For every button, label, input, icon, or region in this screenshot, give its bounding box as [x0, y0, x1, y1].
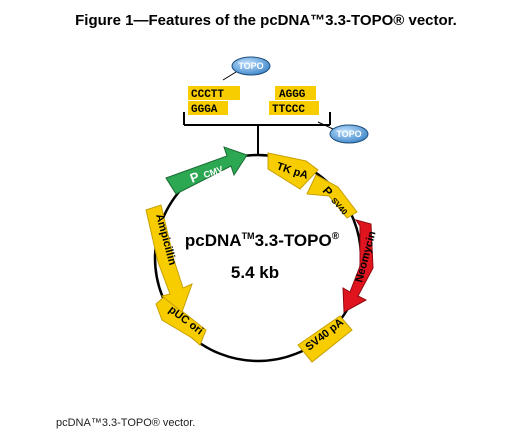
vector-name: pcDNATM3.3-TOPO® [185, 231, 340, 250]
right-overhang-top: AGGG [279, 89, 306, 101]
figure-title: Figure 1—Features of the pcDNA™3.3-TOPO®… [75, 12, 457, 29]
vector-size: 5.4 kb [231, 263, 279, 282]
neomycin-label: Neomycin [353, 230, 378, 284]
topo-badge-bottom: TOPO [317, 121, 369, 144]
topo-badge-top: TOPO [222, 56, 271, 81]
cloning-site-bracket [183, 112, 331, 155]
figure-caption: pcDNA™3.3-TOPO® vector. [56, 417, 196, 429]
left-overhang-sequence: CCCTT GGGA [188, 86, 240, 116]
feature-tk-pa: TK pA [267, 152, 319, 190]
feature-pcmv: P CMV [165, 146, 248, 195]
topo-label-bottom: TOPO [336, 129, 361, 139]
left-overhang-bottom: GGGA [191, 104, 218, 116]
feature-sv40-pa: SV40 pA [297, 315, 353, 363]
left-overhang-top: CCCTT [191, 89, 224, 101]
topo-label-top: TOPO [238, 61, 263, 71]
feature-neomycin: Neomycin [342, 219, 379, 313]
feature-psv40: P SV40 [306, 174, 358, 219]
feature-ampicillin: Ampicillin [145, 204, 193, 313]
right-overhang-sequence: AGGG TTCCC [269, 86, 319, 116]
right-overhang-bottom: TTCCC [272, 104, 305, 116]
